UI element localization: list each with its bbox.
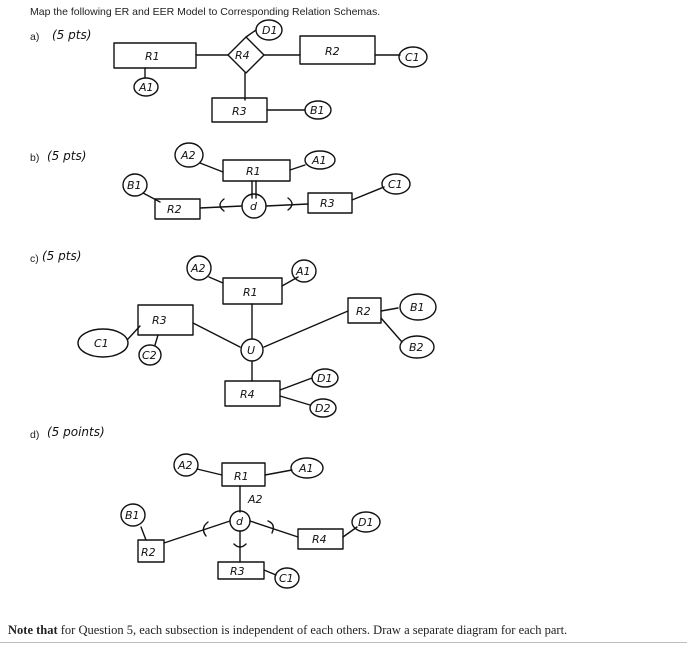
entity-d-r3 [217, 561, 265, 580]
footer-note: Note that for Question 5, each subsectio… [8, 623, 567, 638]
label-b-r1: R1 [246, 165, 261, 178]
label-b-c1: C1 [388, 178, 403, 191]
part-b-label: b) [30, 152, 40, 164]
entity-c-r1 [222, 277, 283, 305]
part-b-points: (5 pts) [47, 149, 87, 163]
attribute-a-b1 [304, 100, 332, 120]
label-c-r2: R2 [356, 305, 371, 318]
label-d-d1: D1 [358, 516, 373, 529]
attribute-a-d1 [255, 19, 283, 41]
attribute-c-b1 [399, 293, 437, 321]
attribute-c-c1 [77, 328, 129, 358]
label-c-d2: D2 [315, 402, 330, 415]
label-c-d1: D1 [317, 372, 332, 385]
part-c-points: (5 pts) [42, 249, 82, 263]
entity-d-r1 [221, 462, 266, 487]
label-a-r2: R2 [325, 45, 340, 58]
part-a-points: (5 pts) [52, 28, 92, 42]
label-b-r3: R3 [320, 197, 335, 210]
entity-a-r3 [211, 97, 268, 123]
label-a-b1: B1 [310, 104, 325, 117]
label-c-r1: R1 [243, 286, 258, 299]
label-a-r3: R3 [232, 105, 247, 118]
label-d-r2: R2 [141, 546, 156, 559]
attribute-c-a2 [186, 255, 212, 281]
entity-b-r3 [307, 192, 353, 214]
label-c-u: U [247, 344, 255, 357]
attribute-b-a2 [174, 142, 204, 168]
attribute-c-c2 [138, 344, 162, 366]
diagram-c: A2 R1 A1 R3 C1 C2 U R4 D1 D2 R2 B1 B2 [77, 255, 437, 418]
attribute-d-a2 [173, 453, 199, 477]
entity-a-r1 [113, 42, 197, 69]
attribute-c-a1 [291, 259, 317, 283]
note-text: for Question 5, each subsection is indep… [57, 623, 568, 637]
disjoint-circle-d [229, 510, 251, 532]
label-c-b2: B2 [409, 341, 424, 354]
entity-d-r4 [297, 528, 344, 550]
attribute-d-d1 [351, 511, 381, 533]
label-c-c1: C1 [94, 337, 109, 350]
part-c-label: c) [30, 253, 39, 265]
entity-b-r2 [154, 198, 201, 220]
er-diagrams: R1 A1 R4 D1 R2 C1 R3 B1 A2 R1 A1 B1 R2 d… [77, 19, 437, 589]
attribute-d-b1 [120, 503, 146, 527]
diagram-d: A2 R1 A1 A2 B1 d R2 R4 D1 R3 C1 [120, 453, 381, 589]
relationship-a-r4 [227, 36, 265, 74]
attribute-c-d2 [309, 398, 337, 418]
attribute-c-d1 [311, 368, 339, 388]
part-a-label: a) [30, 31, 40, 43]
entity-a-r2 [299, 35, 376, 65]
entity-b-r1 [222, 159, 291, 182]
label-c-c2: C2 [142, 349, 157, 362]
specialization-circle-b [241, 193, 267, 219]
entity-d-r2 [137, 539, 165, 563]
label-a-r4: R4 [235, 49, 250, 62]
attribute-d-c1 [274, 567, 300, 589]
label-b-circle: d [250, 200, 258, 213]
label-a-a1: A1 [138, 81, 154, 94]
divider [0, 642, 687, 643]
label-a-d1: D1 [262, 24, 277, 37]
attribute-c-b2 [399, 335, 435, 359]
label-a-c1: C1 [405, 51, 420, 64]
label-d-r4: R4 [312, 533, 327, 546]
attribute-a-c1 [398, 46, 428, 68]
question-title: Map the following ER and EER Model to Co… [30, 6, 381, 18]
diagram-b: A2 R1 A1 B1 R2 d R3 C1 [122, 142, 411, 220]
note-bold: Note that [8, 623, 58, 637]
entity-c-r3 [137, 304, 194, 336]
attribute-b-a1 [304, 150, 336, 170]
union-circle-c [240, 338, 264, 362]
part-d-points: (5 points) [47, 425, 105, 439]
attribute-b-b1 [122, 173, 148, 197]
part-d-label: d) [30, 429, 40, 441]
label-c-b1: B1 [410, 301, 425, 314]
label-d-a1: A1 [298, 462, 314, 475]
entity-c-r2 [347, 297, 382, 324]
label-c-a1: A1 [295, 265, 311, 278]
diagram-a: R1 A1 R4 D1 R2 C1 R3 B1 [113, 19, 428, 123]
entity-c-r4 [224, 380, 281, 407]
label-d-a2-inline: A2 [247, 493, 263, 506]
attribute-a-a1 [133, 77, 159, 97]
label-c-a2: A2 [190, 262, 206, 275]
label-c-r3: R3 [152, 314, 167, 327]
attribute-b-c1 [381, 173, 411, 195]
label-d-r3: R3 [230, 565, 245, 578]
label-d-c1: C1 [279, 572, 294, 585]
label-d-d: d [236, 515, 244, 528]
label-b-a2: A2 [180, 149, 196, 162]
label-b-a1: A1 [311, 154, 327, 167]
label-c-r4: R4 [240, 388, 255, 401]
label-d-a2: A2 [177, 459, 193, 472]
label-d-r1: R1 [234, 470, 249, 483]
label-b-r2: R2 [167, 203, 182, 216]
attribute-d-a1 [290, 457, 324, 479]
label-d-b1: B1 [125, 509, 140, 522]
label-b-b1: B1 [127, 179, 142, 192]
label-a-r1: R1 [145, 50, 160, 63]
